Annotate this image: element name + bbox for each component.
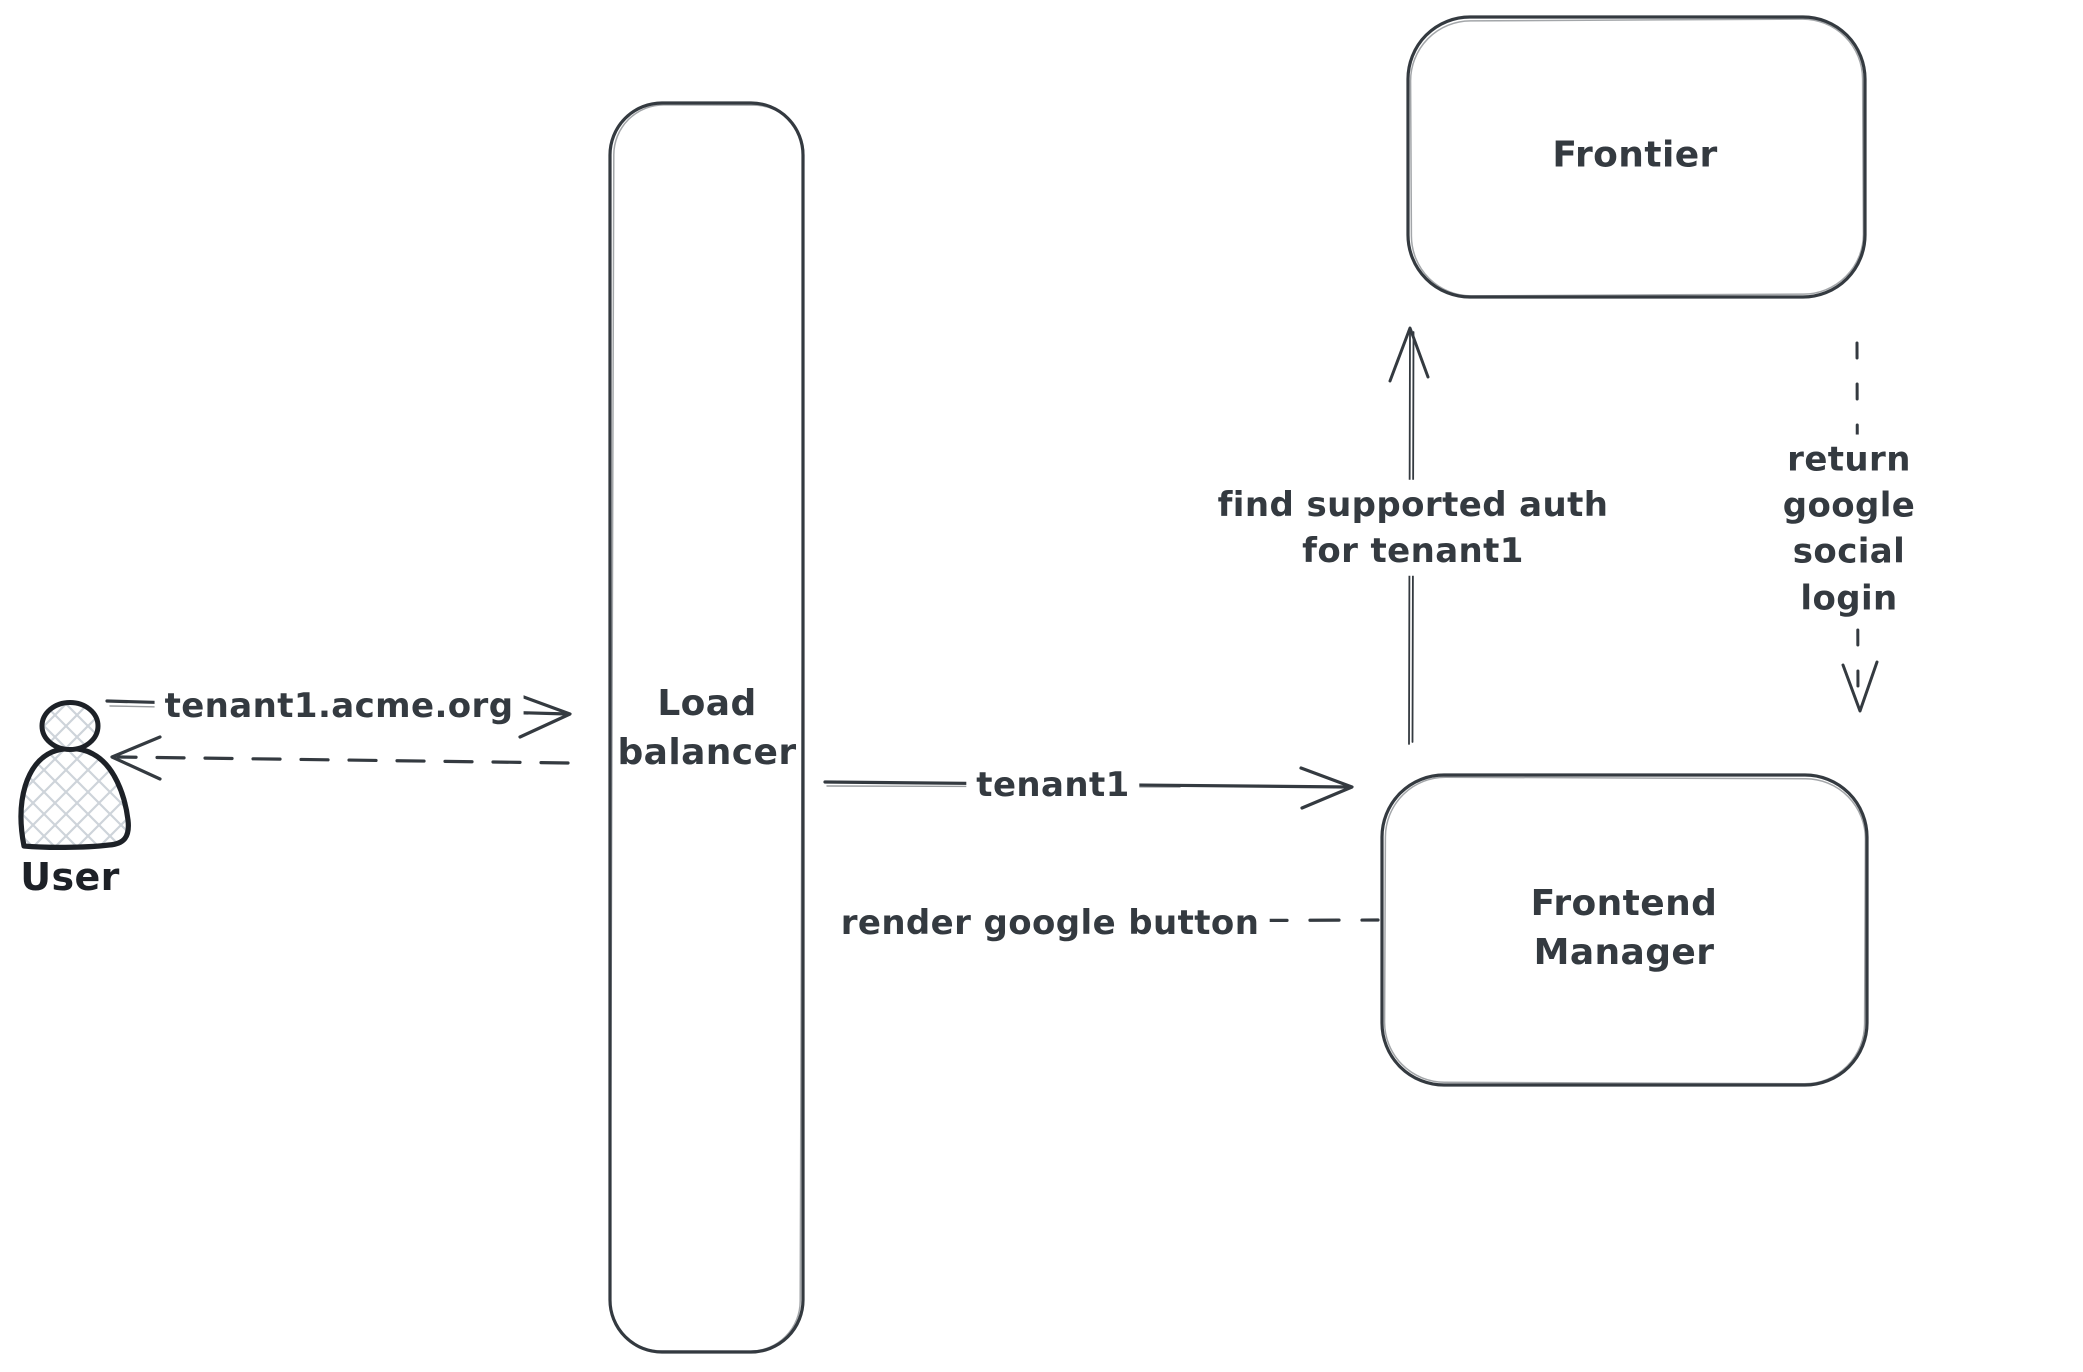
message-label-return-google-social-login: return google social login bbox=[1732, 434, 1966, 624]
frontier-node bbox=[1406, 15, 1867, 299]
frontend-manager-label: Frontend Manager bbox=[1530, 883, 1718, 973]
message-label-tenant1-acme-org: tenant1.acme.org bbox=[154, 680, 524, 732]
load-balancer-label: Load balancer bbox=[617, 683, 797, 773]
user-head-icon bbox=[39, 700, 101, 752]
user-figure bbox=[18, 700, 131, 850]
arrowhead-down bbox=[1841, 660, 1879, 713]
arrow-load-balancer-to-user bbox=[110, 735, 570, 781]
message-label-tenant1: tenant1 bbox=[966, 759, 1140, 811]
arrowhead-left bbox=[110, 735, 162, 781]
message-label-render-google-button: render google button bbox=[830, 897, 1270, 949]
message-label-find-supported-auth: find supported auth for tenant1 bbox=[1207, 479, 1619, 577]
user-label: User bbox=[20, 855, 120, 900]
frontier-label: Frontier bbox=[1552, 134, 1718, 176]
arrowhead-right bbox=[1299, 766, 1354, 810]
frontend-manager-node bbox=[1380, 773, 1869, 1087]
load-balancer-node bbox=[608, 101, 805, 1354]
user-body-icon bbox=[18, 745, 131, 850]
arrowhead-up bbox=[1388, 326, 1430, 383]
arrowhead-right bbox=[518, 694, 572, 739]
